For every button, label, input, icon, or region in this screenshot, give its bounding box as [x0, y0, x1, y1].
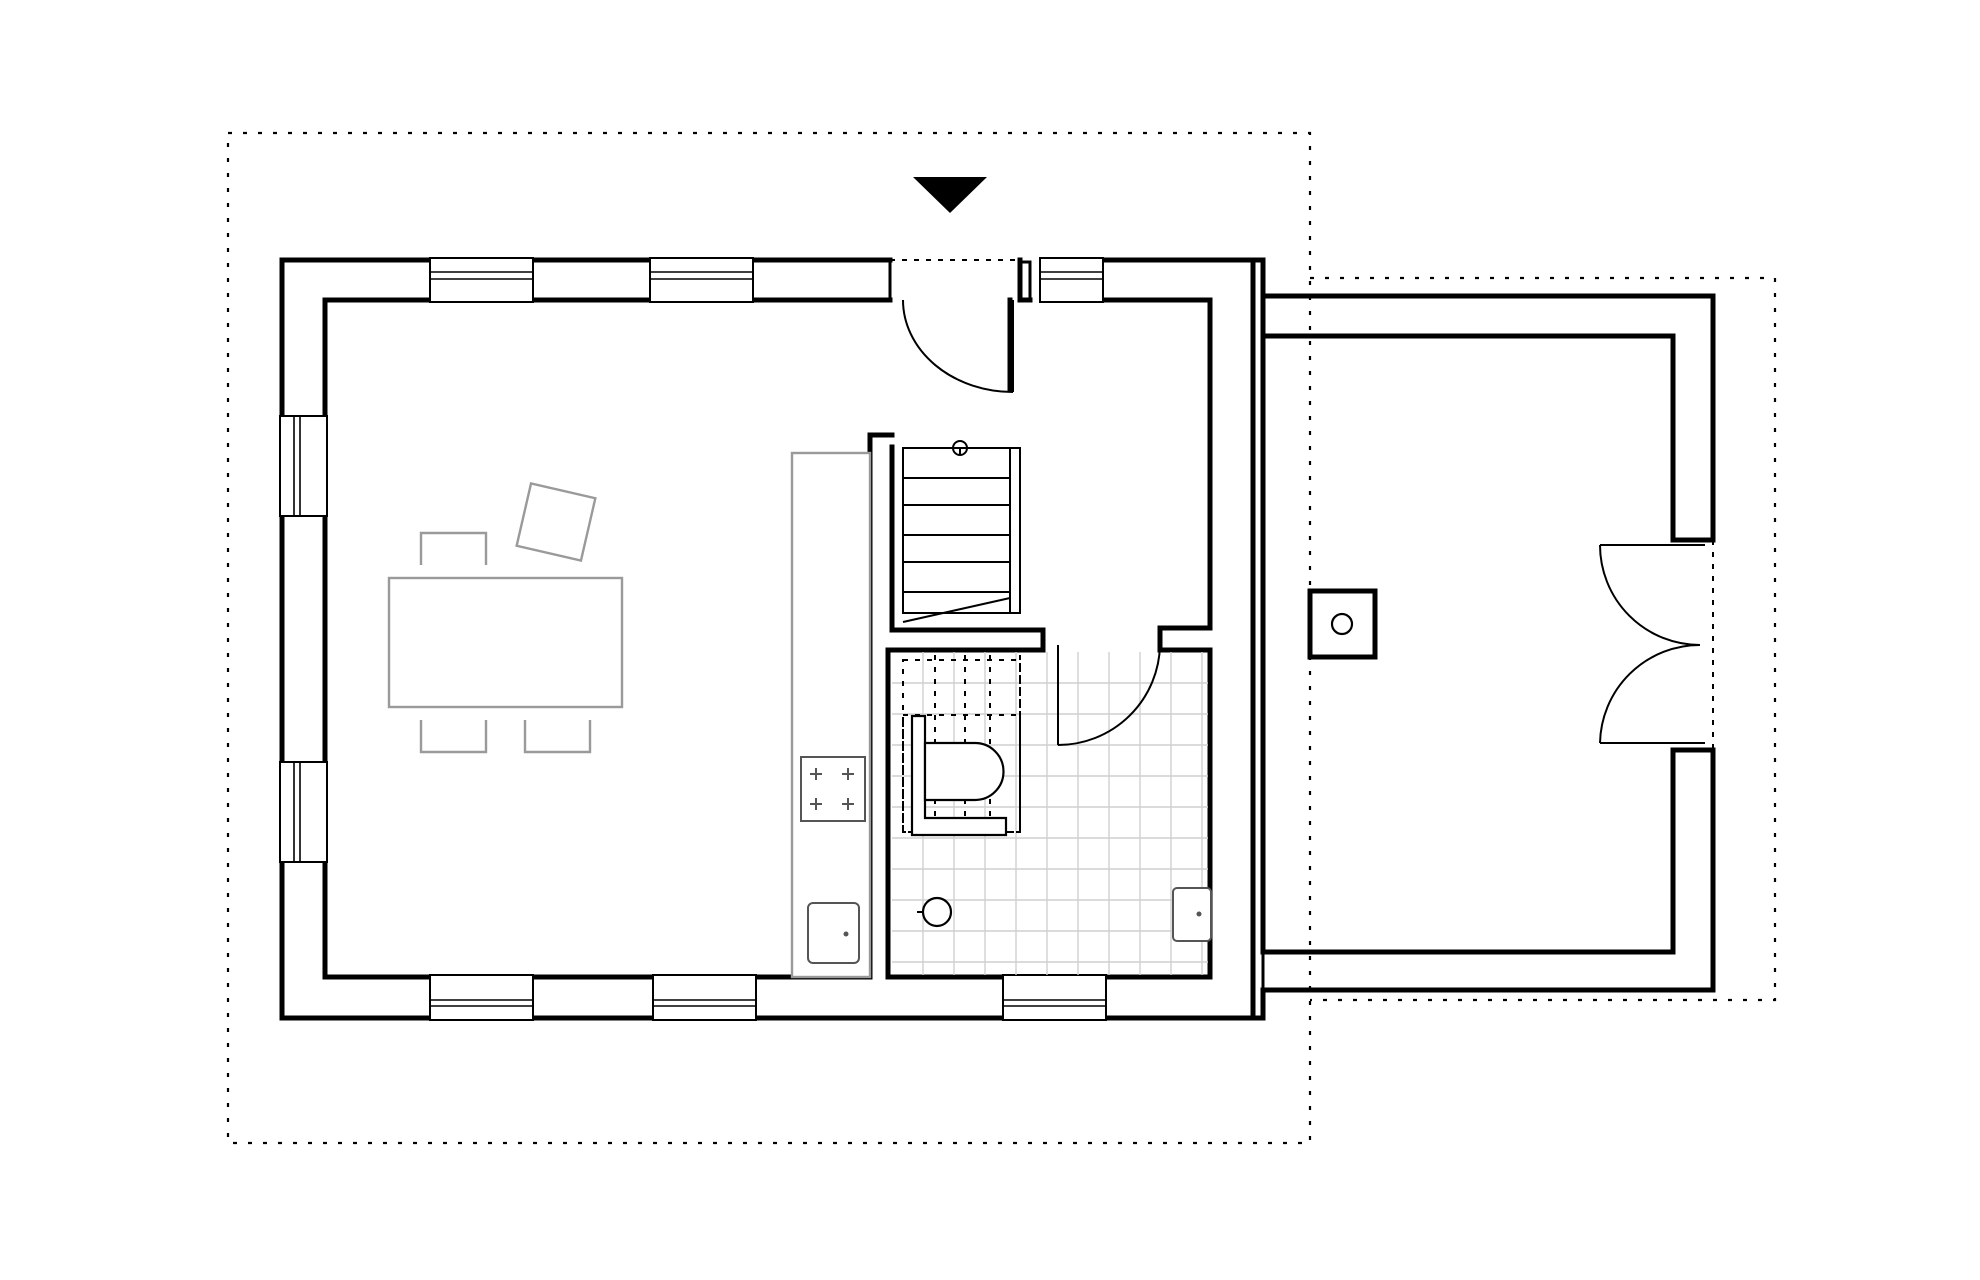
kitchen-sink-icon: [807, 902, 860, 964]
washbasin-icon: [1172, 887, 1212, 942]
kitchen-counter: [790, 451, 872, 979]
dining-table: [387, 481, 624, 754]
entry-door: [890, 259, 1020, 393]
tile-grid: [892, 652, 1208, 975]
chimney-flue-icon: [1307, 588, 1378, 660]
staircase: [902, 440, 1021, 623]
shower-drain-icon: [921, 896, 953, 928]
bathroom: [892, 644, 1212, 975]
hob-icon: [810, 768, 854, 810]
site-boundary: [226, 131, 1777, 1145]
annex-walls: [1250, 257, 1716, 1021]
windows: [279, 257, 1107, 1021]
double-door: [1599, 544, 1705, 744]
toilet-icon: [910, 714, 1008, 837]
entrance-arrow-icon: [913, 177, 987, 213]
